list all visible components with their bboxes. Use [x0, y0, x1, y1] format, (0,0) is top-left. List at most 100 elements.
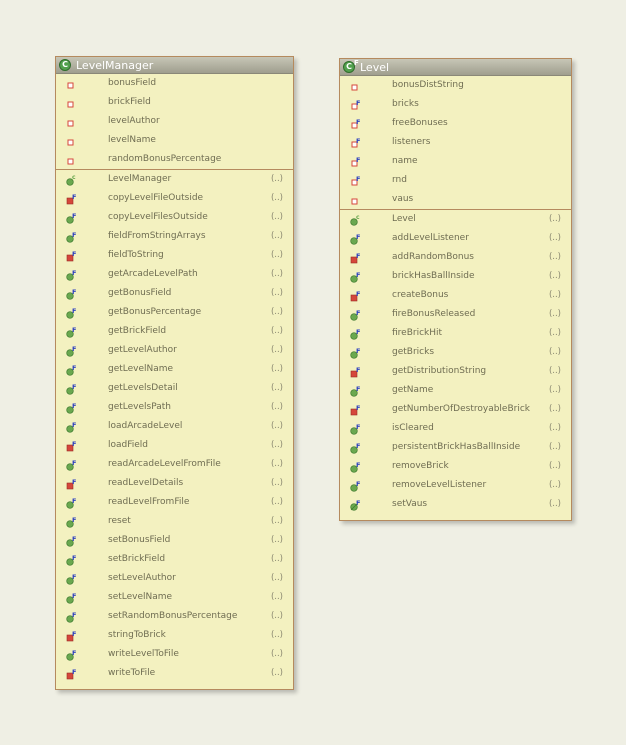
class-header[interactable]: C LevelManager [56, 57, 293, 74]
method-params: (..) [270, 649, 283, 659]
svg-text:F: F [72, 288, 76, 296]
field-row[interactable]: levelName [56, 131, 293, 150]
field-name: randomBonusPercentage [108, 154, 222, 164]
svg-text:F: F [356, 156, 360, 164]
field-name: bricks [392, 99, 419, 109]
field-row[interactable]: bonusDistString [340, 76, 571, 95]
public-constructor-icon: c [66, 174, 78, 186]
method-params: (..) [548, 252, 561, 262]
field-row[interactable]: levelAuthor [56, 112, 293, 131]
svg-text:F: F [72, 345, 76, 353]
private-field-icon [350, 80, 362, 92]
svg-text:F: F [72, 212, 76, 220]
public-final-method-icon: F [66, 516, 78, 528]
field-row[interactable]: brickField [56, 93, 293, 112]
field-row[interactable]: bonusField [56, 74, 293, 93]
private-final-method-icon: F [66, 668, 78, 680]
svg-text:F: F [356, 137, 360, 145]
private-final-field-icon: F [350, 156, 362, 168]
field-row[interactable]: vaus [340, 190, 571, 209]
method-params: (..) [270, 592, 283, 602]
public-final-method-icon: F [66, 326, 78, 338]
private-final-method-icon: F [66, 478, 78, 490]
svg-text:F: F [72, 592, 76, 600]
method-params: (..) [548, 214, 561, 224]
method-params: (..) [270, 288, 283, 298]
svg-text:F: F [356, 442, 360, 450]
method-name: brickHasBallInside [392, 271, 475, 281]
method-params: (..) [548, 385, 561, 395]
field-name: bonusDistString [392, 80, 464, 90]
public-final-method-icon: F [66, 231, 78, 243]
method-name: setBonusField [108, 535, 171, 545]
method-name: setVaus [392, 499, 428, 509]
method-params: (..) [270, 383, 283, 393]
svg-text:F: F [356, 347, 360, 355]
method-name: readArcadeLevelFromFile [108, 459, 221, 469]
method-params: (..) [270, 364, 283, 374]
field-row[interactable]: randomBonusPercentage [56, 150, 293, 169]
public-final-method-icon: F [66, 269, 78, 281]
method-name: setLevelName [108, 592, 173, 602]
method-name: getDistributionString [392, 366, 487, 376]
svg-text:F: F [72, 269, 76, 277]
method-name: readLevelFromFile [108, 497, 190, 507]
public-final-method-icon: F [66, 212, 78, 224]
final-modifier-icon: F [354, 59, 359, 67]
method-params: (..) [548, 328, 561, 338]
